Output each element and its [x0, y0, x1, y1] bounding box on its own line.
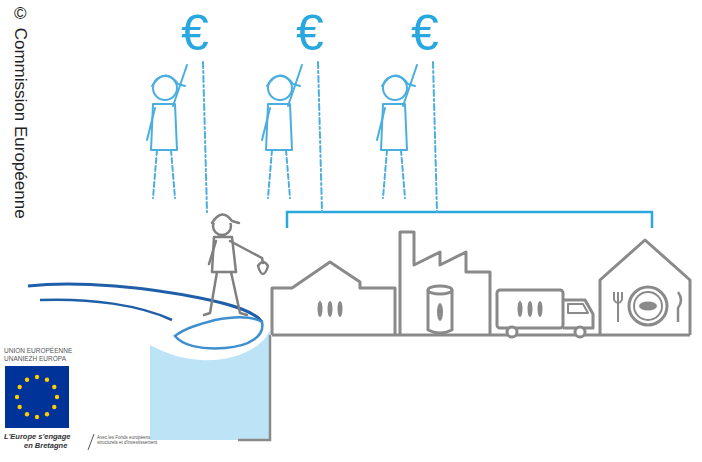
truck-wheel — [575, 327, 585, 337]
euro-symbol: € — [181, 6, 209, 61]
beneficiaries — [147, 62, 437, 212]
fish-icon — [328, 301, 333, 317]
copyright-note: © Commission Européenne — [10, 4, 29, 219]
figure-legs — [153, 150, 175, 198]
value-chain — [272, 232, 690, 337]
link-line — [433, 62, 437, 212]
fish-market — [272, 262, 395, 335]
star — [15, 395, 19, 399]
figure-legs — [268, 150, 290, 198]
euro-symbol: € — [411, 6, 439, 61]
bracket — [287, 212, 652, 228]
ledge — [175, 317, 262, 348]
eu-stars — [15, 375, 59, 419]
wave-line — [40, 300, 172, 320]
fish-icon — [318, 301, 323, 317]
truck-cargo — [497, 290, 563, 328]
star — [52, 405, 56, 409]
fisherman-legs — [204, 272, 247, 315]
figure-arms — [377, 65, 417, 140]
plate-rim — [634, 292, 662, 320]
logo-separator — [88, 434, 94, 450]
star — [35, 415, 39, 419]
logo-slogan: en Bretagne — [24, 442, 67, 450]
fish-icon — [538, 301, 543, 317]
factory — [400, 232, 490, 335]
logo-note: Avec les Fonds européens structurels et … — [97, 436, 161, 446]
ground-line — [272, 334, 690, 337]
fish-icons — [318, 301, 658, 321]
fish-icon — [437, 303, 443, 321]
fish-icon — [338, 301, 343, 317]
logo-text: UNANIEZH EUROPA — [4, 355, 66, 362]
logo-text: UNION EUROPÉENNE — [4, 347, 72, 354]
star — [18, 385, 22, 389]
star — [35, 375, 39, 379]
figure-legs — [383, 150, 405, 198]
fish-icon — [528, 301, 533, 317]
link-line — [318, 62, 322, 212]
star — [45, 378, 49, 382]
knife — [678, 292, 681, 322]
star — [25, 378, 29, 382]
star — [45, 412, 49, 416]
wave-line — [28, 284, 262, 322]
link-line — [203, 62, 207, 212]
star — [18, 405, 22, 409]
can-top — [428, 286, 452, 294]
fisherman-cap — [212, 214, 239, 223]
beneficiary-figure — [147, 62, 207, 212]
fish-icon — [518, 301, 523, 317]
star — [52, 385, 56, 389]
truck-cab — [563, 300, 593, 328]
fish — [258, 258, 268, 274]
fisherman-arm — [230, 241, 262, 258]
beneficiary-figure — [377, 62, 437, 212]
fisherman-arm — [209, 241, 216, 264]
quay-wall — [238, 335, 270, 440]
logo-slogan: L'Europe s'engage — [4, 433, 71, 441]
euro-symbol: € — [296, 6, 324, 61]
fisherman — [204, 214, 268, 315]
plate — [629, 287, 667, 325]
truck-window — [568, 304, 588, 313]
eu-flag — [5, 366, 69, 428]
fork — [614, 292, 622, 322]
beneficiary-figure — [262, 62, 322, 212]
can — [428, 290, 452, 333]
restaurant — [600, 240, 690, 335]
star — [25, 412, 29, 416]
truck-wheel — [507, 327, 517, 337]
star — [55, 395, 59, 399]
figure-arms — [147, 65, 187, 140]
fish-icon — [639, 302, 657, 311]
figure-arms — [262, 65, 302, 140]
